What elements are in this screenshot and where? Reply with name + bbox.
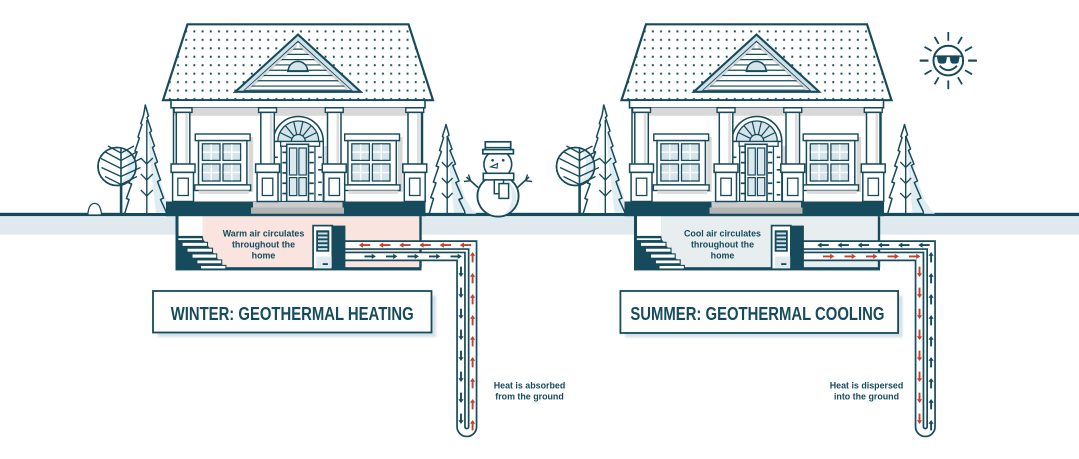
svg-text:home: home — [252, 250, 276, 260]
svg-text:throughout the: throughout the — [691, 239, 754, 249]
svg-text:from the ground: from the ground — [495, 391, 564, 401]
svg-text:home: home — [711, 250, 735, 260]
svg-text:Cool air circulates: Cool air circulates — [684, 228, 761, 238]
svg-text:Warm air circulates: Warm air circulates — [223, 228, 305, 238]
svg-text:WINTER: GEOTHERMAL HEATING: WINTER: GEOTHERMAL HEATING — [171, 303, 414, 324]
svg-text:Heat is dispersed: Heat is dispersed — [830, 380, 904, 390]
svg-text:throughout the: throughout the — [232, 239, 295, 249]
svg-text:SUMMER: GEOTHERMAL COOLING: SUMMER: GEOTHERMAL COOLING — [630, 303, 884, 324]
svg-text:into the ground: into the ground — [834, 391, 899, 401]
svg-text:Heat is absorbed: Heat is absorbed — [494, 380, 566, 390]
